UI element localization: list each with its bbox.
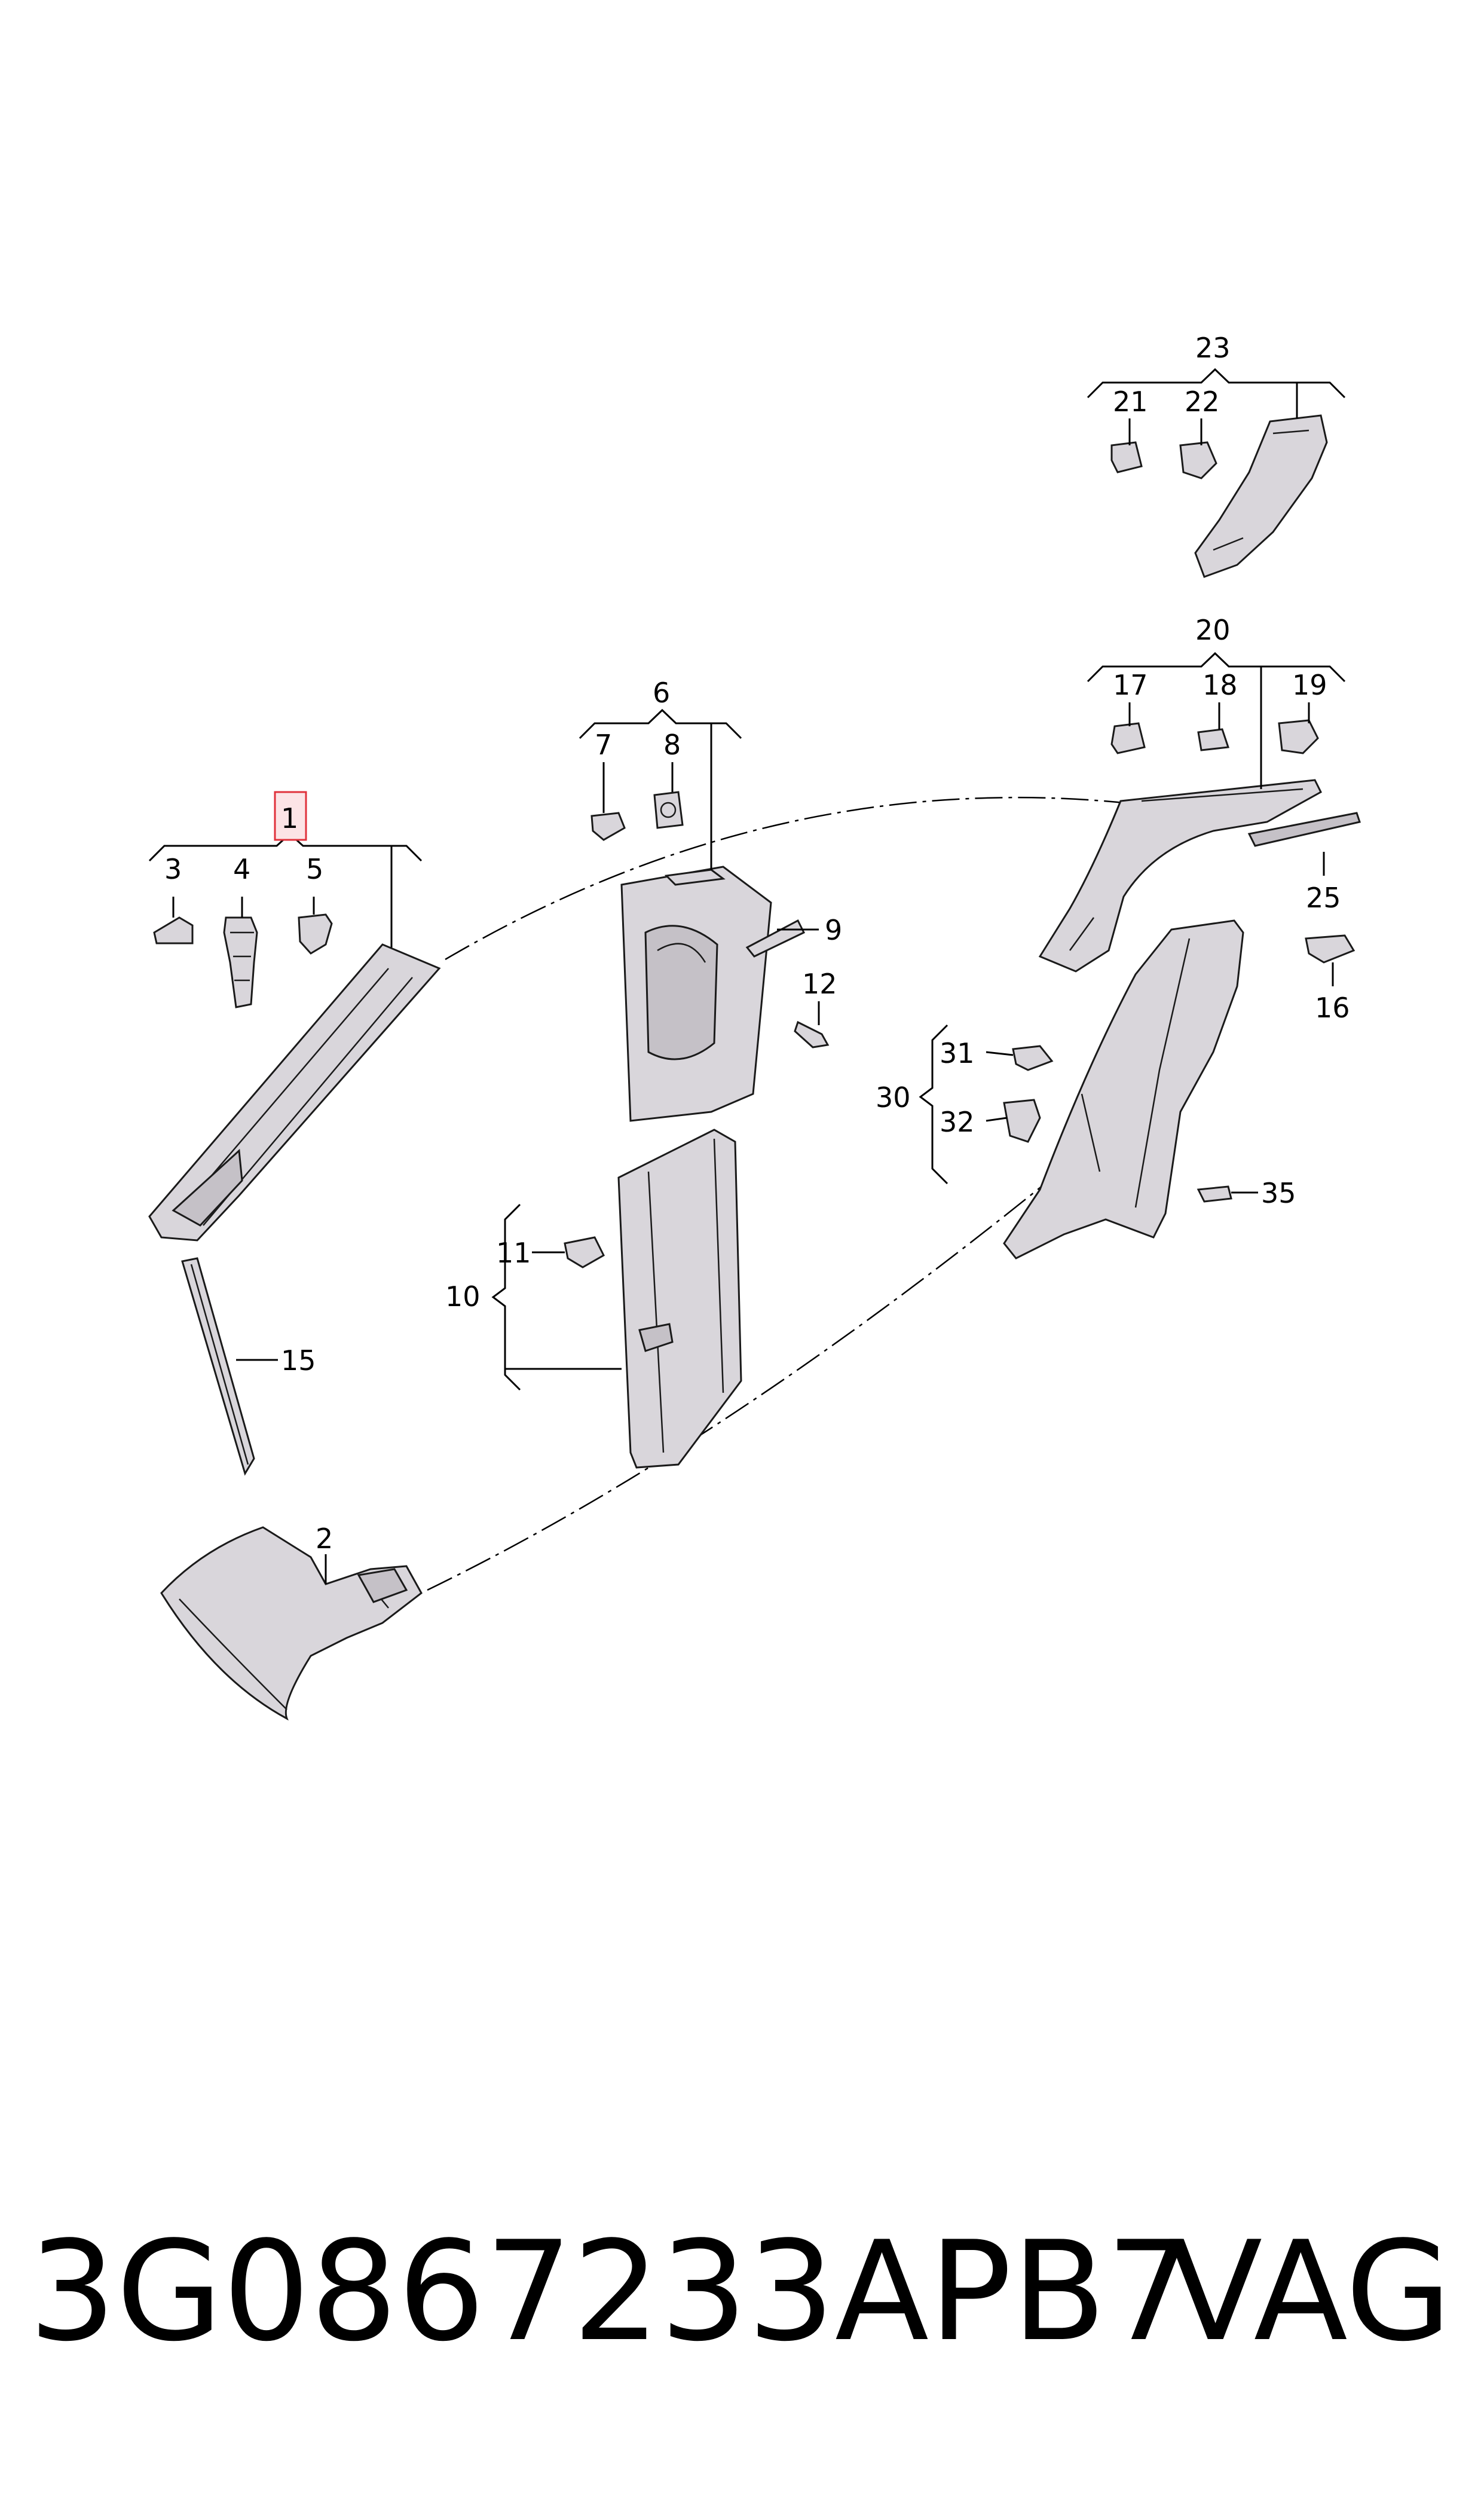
callout-4: 4 bbox=[233, 853, 250, 885]
clip-19 bbox=[1278, 719, 1319, 754]
clip-17 bbox=[1110, 722, 1146, 754]
upper-trim-23 bbox=[1194, 414, 1328, 578]
assembly-outline bbox=[427, 796, 1136, 1591]
callout-35: 35 bbox=[1261, 1177, 1296, 1209]
callout-19: 19 bbox=[1292, 669, 1327, 701]
clip-22 bbox=[1179, 441, 1217, 479]
callout-9: 9 bbox=[825, 914, 842, 946]
c-pillar-lower-trim bbox=[1003, 919, 1244, 1259]
callout-1: 1 bbox=[281, 802, 298, 834]
a-pillar-trim bbox=[148, 943, 441, 1242]
callout-3: 3 bbox=[164, 853, 182, 885]
callout-16: 16 bbox=[1315, 992, 1350, 1024]
callout-31: 31 bbox=[940, 1037, 975, 1069]
callout-11: 11 bbox=[496, 1237, 531, 1269]
sill-strip bbox=[181, 1257, 255, 1476]
callout-25: 25 bbox=[1306, 882, 1341, 914]
clip-11 bbox=[564, 1236, 605, 1268]
callout-15: 15 bbox=[281, 1344, 316, 1377]
clip-31 bbox=[1012, 1045, 1054, 1071]
b-pillar-upper-trim bbox=[620, 866, 772, 1122]
clip-32 bbox=[1003, 1099, 1041, 1143]
brand-label: VAG bbox=[1168, 2212, 1452, 2372]
b-pillar-lower-trim bbox=[617, 1129, 742, 1469]
callout-2: 2 bbox=[316, 1523, 333, 1555]
leader-lines bbox=[148, 368, 1346, 1584]
clip-18 bbox=[1197, 728, 1230, 751]
footer: 3G0867233APB7 VAG bbox=[0, 2224, 1484, 2403]
c-pillar-upper-trim bbox=[1038, 779, 1361, 973]
callout-12: 12 bbox=[802, 968, 837, 1000]
callout-21: 21 bbox=[1113, 386, 1148, 418]
clip-3 bbox=[153, 916, 194, 944]
clip-16 bbox=[1305, 934, 1356, 964]
callout-20: 20 bbox=[1195, 614, 1231, 646]
clip-5 bbox=[298, 913, 333, 955]
clip-8 bbox=[653, 791, 684, 829]
callout-23: 23 bbox=[1195, 332, 1231, 364]
clip-21 bbox=[1110, 441, 1143, 473]
clip-7 bbox=[590, 812, 626, 841]
callout-8: 8 bbox=[663, 729, 681, 761]
highlight-box-1 bbox=[274, 791, 307, 841]
footwell-trim bbox=[160, 1526, 423, 1721]
callout-5: 5 bbox=[306, 853, 323, 885]
callout-32: 32 bbox=[940, 1106, 975, 1138]
callout-7: 7 bbox=[595, 729, 612, 761]
callout-17: 17 bbox=[1113, 669, 1148, 701]
callout-6: 6 bbox=[653, 677, 670, 709]
clip-35 bbox=[1197, 1185, 1232, 1203]
screw-12 bbox=[794, 1020, 830, 1048]
callout-18: 18 bbox=[1203, 669, 1238, 701]
part-number: 3G0867233APB7 bbox=[29, 2212, 1194, 2372]
callout-10: 10 bbox=[445, 1280, 481, 1313]
callout-22: 22 bbox=[1185, 386, 1220, 418]
clip-4 bbox=[223, 916, 258, 1008]
callout-labels: 1 2 3 4 5 6 7 8 9 10 11 12 15 16 17 18 1… bbox=[164, 332, 1350, 1555]
callout-30: 30 bbox=[876, 1081, 911, 1114]
